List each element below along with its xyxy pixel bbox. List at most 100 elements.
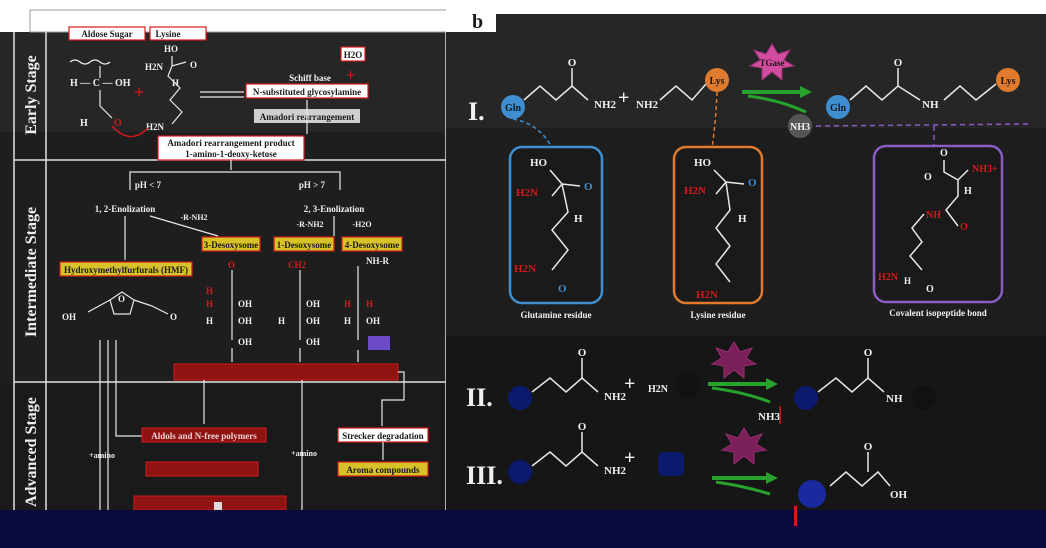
tgase-star-row2	[710, 341, 758, 380]
gln-res-amide-h2n: H2N	[514, 263, 536, 275]
water-box	[340, 46, 366, 62]
tgase-label-row1: TGase	[759, 58, 784, 68]
aroma-label: Aroma compounds	[346, 465, 420, 475]
lysine-box	[149, 26, 207, 41]
d4-h1: H	[344, 299, 351, 309]
plus-sign-early: +	[134, 82, 144, 102]
protein-circle-row3-product	[798, 480, 826, 508]
hmf-oh: OH	[62, 312, 76, 322]
protein-circle-row3	[508, 460, 532, 484]
schiff-base-label: Schiff base	[289, 73, 331, 83]
row3-o: O	[578, 421, 587, 433]
ph-branch-lines	[129, 160, 341, 190]
product-o: O	[894, 57, 903, 69]
protein-circle-row2	[508, 386, 532, 410]
d1-oh1: OH	[306, 299, 320, 309]
row3-product-oh: OH	[890, 489, 908, 501]
amadori-product-line2: 1-amino-1-deoxy-ketose	[185, 149, 277, 159]
d3-oh1: OH	[238, 299, 252, 309]
row3-product-o: O	[864, 441, 873, 453]
minus-h2o: -H2O	[352, 220, 371, 229]
row1-plus: +	[618, 87, 629, 109]
d1-oh3: OH	[306, 337, 320, 347]
protein-circle-row2-product	[794, 386, 818, 410]
lys-res-amine-h2n: H2N	[696, 289, 718, 301]
nh3-circle-row1	[788, 114, 812, 138]
aldose-sugar-label: Aldose Sugar	[81, 29, 132, 39]
iso-h2n: H2N	[878, 272, 899, 283]
row-two-label: II.	[466, 383, 493, 412]
row1-lys-nh2: NH2	[636, 99, 659, 111]
hmf-aldehyde-o: O	[170, 312, 177, 322]
ph-high-label: pH > 7	[299, 180, 326, 190]
aldols-box	[141, 427, 267, 443]
lysine-o: O	[190, 60, 197, 70]
row1-nh3: NH3	[790, 122, 810, 133]
melanoidins-box	[133, 495, 287, 511]
gln-res-h: H	[574, 213, 583, 225]
d4-h3: H	[344, 316, 351, 326]
d1-oh2: OH	[306, 316, 320, 326]
d3-o: O	[228, 260, 235, 270]
hmf-structure: O OH O	[62, 291, 177, 322]
gln-res-h2n: H2N	[516, 187, 538, 199]
hmf-label: Hydroxymethylfurfurals (HMF)	[64, 265, 188, 275]
amine-circle-row2-product	[912, 386, 936, 410]
d1-ch2: CH2	[288, 260, 307, 270]
lys-res-h2n: H2N	[684, 185, 706, 197]
aldose-sugar-box	[68, 26, 146, 41]
hmf-ring-o: O	[118, 294, 125, 304]
lys-res-ho: HO	[694, 157, 712, 169]
aroma-box	[337, 461, 429, 477]
row2-nh2: NH2	[604, 391, 627, 403]
row1-gln-nh2: NH2	[594, 99, 617, 111]
tgase-star-row1	[748, 43, 796, 82]
desoxysome-4-structure: NH-R H H H OH	[344, 256, 390, 350]
row2-nh3: NH3	[758, 411, 781, 423]
glutamine-residue-label: Glutamine residue	[520, 310, 591, 320]
enolization-12-label: 1, 2-Enolization	[95, 204, 156, 214]
gln-res-ho: HO	[530, 157, 548, 169]
amadori-product-box	[157, 135, 305, 161]
glycosylamine-box	[245, 83, 369, 99]
sugar-h: H	[80, 118, 88, 129]
row-three-label: III.	[466, 461, 503, 490]
hmf-box	[59, 261, 193, 277]
d3-oh2: OH	[238, 316, 252, 326]
row2-plus: +	[624, 373, 635, 395]
desoxysome-4-label: 4-Desoxysome	[345, 240, 400, 250]
panel-a-label: a	[4, 13, 14, 35]
water-blob-row3	[658, 452, 684, 476]
gln-label-product: Gln	[830, 103, 847, 114]
d4-artifact	[368, 336, 390, 350]
iso-hn: NH	[926, 210, 941, 221]
desoxysome-3-box	[201, 236, 261, 252]
sugar-carbonyl-o: O	[114, 118, 122, 129]
product-nh: NH	[922, 99, 939, 111]
lysine-h2n: H2N	[145, 62, 164, 72]
row2-o: O	[578, 347, 587, 359]
lys-res-h: H	[738, 213, 747, 225]
lys-circle-product	[996, 68, 1020, 92]
enolization-23-label: 2, 3-Enolization	[304, 204, 365, 214]
d3-oh3: OH	[238, 337, 252, 347]
sugar-h-c-oh: H — C — OH	[70, 78, 131, 89]
plus-amino-right: +amino	[291, 449, 317, 458]
d3-h3: H	[206, 316, 213, 326]
lys-res-o: O	[748, 177, 757, 189]
gln-circle-product	[826, 95, 850, 119]
minus-rnh2-left: -R-NH2	[180, 213, 207, 222]
ph-low-label: pH < 7	[135, 180, 162, 190]
desoxysome-3-structure: O H H OH H OH OH	[206, 260, 252, 347]
lysine-ho: HO	[164, 44, 178, 54]
lysine-residue-label: Lysine residue	[690, 310, 745, 320]
row2-product-o: O	[864, 347, 873, 359]
plus-sign-water: +	[346, 67, 355, 84]
water-label: H2O	[344, 50, 363, 60]
isopeptide-bond-card	[872, 144, 1004, 304]
glycosylamine-label: N-substituted glycosylamine	[253, 87, 361, 97]
bottom-marker	[794, 506, 797, 526]
condensation-arrow	[111, 125, 149, 138]
strecker-label: Strecker degradation	[342, 431, 423, 441]
